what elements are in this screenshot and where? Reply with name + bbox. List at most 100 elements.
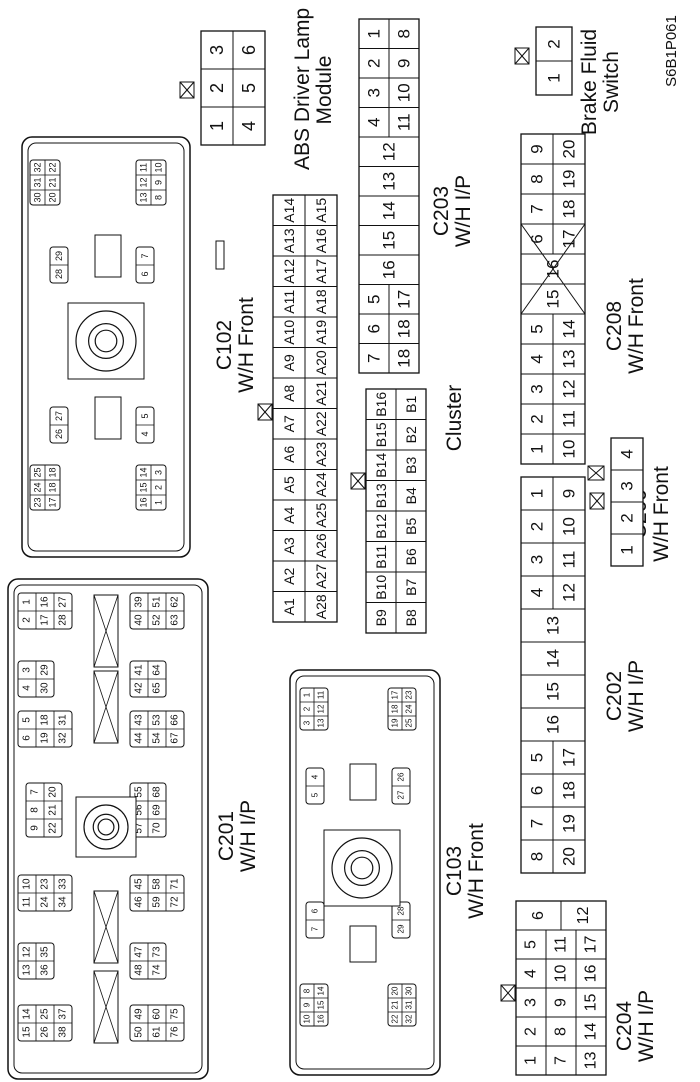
- pin-number: 1: [303, 692, 312, 697]
- pin-number: 70: [152, 822, 163, 834]
- bolt-ring: [97, 818, 115, 836]
- pin-number: 18: [395, 319, 414, 338]
- pin-number: 18: [48, 467, 58, 477]
- pin-number: 2: [528, 522, 547, 531]
- pin-number: 30: [40, 682, 51, 694]
- pin-number: 7: [365, 354, 384, 363]
- pin-number: 34: [58, 896, 69, 908]
- pin-number: 15: [139, 482, 149, 492]
- pin-number: 17: [48, 497, 58, 507]
- pin-number: 51: [152, 596, 163, 608]
- pin-number: A4: [281, 506, 297, 523]
- pin-number: 30: [405, 986, 414, 995]
- pin-number: 10: [154, 162, 164, 172]
- pin-number: 6: [22, 735, 33, 741]
- pin-number: 35: [40, 946, 51, 958]
- pin-number: 1: [528, 444, 547, 453]
- pin-number: 8: [30, 807, 41, 813]
- pin-number: A8: [281, 384, 297, 401]
- key-slot: [94, 396, 122, 440]
- pin-number: 58: [152, 878, 163, 890]
- pin-number: 71: [170, 878, 181, 890]
- pin-number: 67: [170, 732, 181, 744]
- pin-number: 13: [544, 616, 563, 635]
- pin-number: A7: [281, 415, 297, 432]
- bolt-ring: [343, 850, 380, 887]
- pin-number: 64: [152, 664, 163, 676]
- connector-brake-svg: 21: [514, 26, 573, 96]
- x-marker-line: [514, 47, 530, 65]
- pin-number: 6: [239, 45, 259, 55]
- pin-number: A2: [281, 567, 297, 584]
- pin-number: 6: [528, 234, 547, 243]
- pin-number: 4: [528, 354, 547, 363]
- pin-number: A24: [313, 472, 329, 497]
- label-line: C203: [430, 185, 453, 237]
- pin-number: A19: [313, 320, 329, 345]
- pin-number: A6: [281, 445, 297, 462]
- label-line: Cluster: [443, 384, 466, 452]
- pin-number: 44: [134, 732, 145, 744]
- label-line: Brake Fluid: [578, 28, 601, 136]
- pin-number: 17: [395, 290, 414, 309]
- pin-number: 8: [303, 988, 312, 993]
- label-line: W/H I/P: [237, 799, 261, 873]
- bolt-ring: [75, 310, 137, 372]
- pin-number: 15: [317, 1000, 326, 1009]
- pin-number: 18: [40, 714, 51, 726]
- pin-number: 46: [134, 896, 145, 908]
- pin-number: 1: [365, 29, 384, 38]
- connector-c208: 9208197186171615514413312211110: [520, 133, 586, 465]
- pin-number: 61: [152, 1026, 163, 1038]
- pin-number: 26: [54, 429, 64, 439]
- pin-number: 18: [560, 200, 579, 219]
- pin-number: 20: [391, 986, 400, 995]
- pin-number: 18: [395, 349, 414, 368]
- pin-number: 1: [154, 500, 164, 505]
- key-slot: [94, 234, 122, 278]
- pin-number: 36: [40, 964, 51, 976]
- pin-number: 5: [311, 792, 320, 797]
- pin-number: 8: [528, 852, 547, 861]
- pin-number: 63: [170, 614, 181, 626]
- pin-number: 9: [303, 1002, 312, 1007]
- pin-number: B8: [403, 609, 419, 626]
- pin-number: 9: [395, 59, 414, 68]
- pin-number: 40: [134, 614, 145, 626]
- pin-number: 15: [544, 682, 563, 701]
- pin-number: 62: [170, 596, 181, 608]
- pin-number: 4: [523, 969, 540, 978]
- pin-number: B6: [403, 548, 419, 565]
- pin-number: B12: [373, 514, 389, 539]
- pin-number: 26: [397, 772, 406, 781]
- pin-number: A21: [313, 381, 329, 406]
- pin-number: A25: [313, 503, 329, 528]
- label-line: Module: [313, 55, 337, 125]
- pin-number: 7: [553, 1056, 570, 1065]
- diagram-id-text: S6B1P061: [663, 15, 680, 87]
- label-line: C204: [613, 1000, 636, 1052]
- pin-number: A12: [281, 259, 297, 284]
- pin-number: 72: [170, 896, 181, 908]
- pin-number: 9: [154, 180, 164, 185]
- pin-number: 2: [22, 617, 33, 623]
- bolt-ring: [94, 329, 118, 353]
- pin-number: A23: [313, 442, 329, 467]
- pin-number: 17: [391, 690, 400, 699]
- pin-number: B3: [403, 456, 419, 473]
- pin-number: 20: [560, 140, 579, 159]
- pin-number: 14: [544, 649, 563, 668]
- pin-number: 14: [380, 201, 399, 220]
- pin-number: 16: [40, 596, 51, 608]
- label-c201: C201 W/H I/P: [215, 791, 268, 881]
